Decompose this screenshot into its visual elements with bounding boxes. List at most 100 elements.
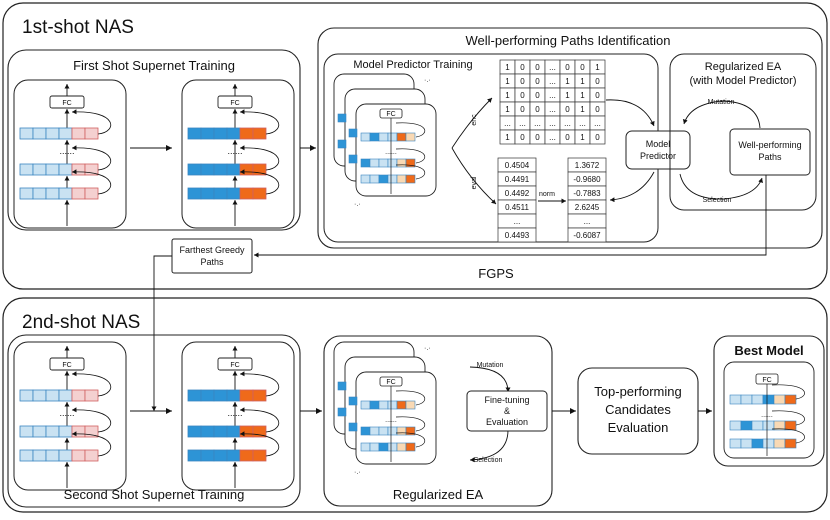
top-candidates-label-2: Candidates xyxy=(605,402,671,417)
op-cell xyxy=(200,163,215,176)
matrix-value: 1 xyxy=(580,133,585,142)
finetune-box xyxy=(466,390,548,432)
matrix-value: ... xyxy=(504,119,511,128)
best-model-box xyxy=(713,335,825,467)
matrix-value: ... xyxy=(594,119,601,128)
op-cell xyxy=(84,187,99,200)
supernet-dark-1: FC...... xyxy=(181,79,295,229)
op-cell xyxy=(387,426,398,436)
matrix-value: 0 xyxy=(565,63,570,72)
fc-label: FC xyxy=(230,100,239,107)
skip-arrow xyxy=(395,122,426,138)
top-candidates-label-3: Evaluation xyxy=(608,420,669,435)
fgps-label: FGPS xyxy=(478,266,514,281)
skip-arrow xyxy=(395,416,426,432)
op-cell xyxy=(762,438,775,449)
matrix-value: 0 xyxy=(520,91,525,100)
op-cell xyxy=(32,425,47,438)
skip-arrow xyxy=(239,169,280,195)
value-text: -0.9680 xyxy=(573,175,601,184)
matrix-value: ... xyxy=(564,119,571,128)
op-cell xyxy=(252,449,267,462)
op-cell xyxy=(751,394,764,405)
dots-label: ...... xyxy=(227,146,242,156)
op-cell xyxy=(348,128,358,138)
fc-box xyxy=(49,95,85,109)
value-text: 0.4492 xyxy=(505,189,530,198)
op-cell xyxy=(378,400,389,410)
top-candidates-label-1: Top-performing xyxy=(594,384,681,399)
op-cell xyxy=(751,420,764,431)
value-text: 0.4493 xyxy=(505,231,530,240)
matrix-value: 0 xyxy=(595,91,600,100)
skip-arrow xyxy=(395,148,426,164)
op-cell xyxy=(84,389,99,402)
arrow-fgps-down xyxy=(151,255,172,411)
op-cell xyxy=(239,389,254,402)
op-cell xyxy=(405,400,416,410)
op-cell xyxy=(187,187,202,200)
op-cell xyxy=(405,132,416,142)
best-model-label: Best Model xyxy=(734,343,803,358)
op-cell xyxy=(19,425,34,438)
supernet-dark-2: FC...... xyxy=(181,341,295,491)
op-cell xyxy=(751,438,764,449)
op-cell xyxy=(45,389,60,402)
identification-label: Well-performing Paths Identification xyxy=(466,33,671,48)
fc-label: FC xyxy=(386,379,395,386)
skip-arrow xyxy=(239,145,280,171)
fgps-box-label-2: Paths xyxy=(200,257,224,267)
op-cell xyxy=(239,187,254,200)
op-cell xyxy=(19,127,34,140)
fc-box xyxy=(217,357,253,371)
arrow-selection-1 xyxy=(679,173,763,200)
value-text: ... xyxy=(514,217,521,226)
skip-arrow xyxy=(239,407,280,433)
stack-dots: ·.· xyxy=(354,201,361,208)
op-cell xyxy=(360,442,371,452)
op-cell xyxy=(396,400,407,410)
matrix-value: ... xyxy=(549,119,556,128)
matrix-value: ... xyxy=(549,63,556,72)
skip-arrow xyxy=(71,169,112,195)
op-cell xyxy=(337,139,347,149)
regularized-ea-1-title: Regularized EA xyxy=(705,61,782,73)
op-cell xyxy=(387,132,398,142)
path-card xyxy=(355,371,437,465)
skip-arrow xyxy=(71,145,112,171)
op-cell xyxy=(337,381,347,391)
op-cell xyxy=(396,174,407,184)
skip-arrow xyxy=(395,432,426,448)
value-text: ... xyxy=(584,217,591,226)
best-path-card xyxy=(723,361,815,459)
value-text: 0.4504 xyxy=(505,161,530,170)
op-cell xyxy=(348,422,358,432)
matrix-value: 0 xyxy=(520,133,525,142)
matrix-value: 1 xyxy=(580,77,585,86)
op-cell xyxy=(405,158,416,168)
arrow-to-fgps xyxy=(254,175,767,258)
op-cell xyxy=(58,389,73,402)
op-cell xyxy=(369,400,380,410)
finetune-label-1: Fine-tuning xyxy=(484,395,529,405)
skip-arrow xyxy=(71,371,112,397)
op-cell xyxy=(405,426,416,436)
op-cell xyxy=(396,442,407,452)
op-cell xyxy=(19,449,34,462)
selection-label-2: Selection xyxy=(474,457,503,464)
matrix-value: 0 xyxy=(595,77,600,86)
op-cell xyxy=(32,389,47,402)
well-performing-paths-label-1: Well-performing xyxy=(738,140,801,150)
skip-arrow xyxy=(71,109,112,135)
op-cell xyxy=(784,438,797,449)
op-cell xyxy=(84,449,99,462)
op-cell xyxy=(239,449,254,462)
op-cell xyxy=(729,420,742,431)
op-cell xyxy=(239,127,254,140)
mutation-label-2: Mutation xyxy=(477,362,504,369)
op-cell xyxy=(405,442,416,452)
section-1st-shot xyxy=(2,2,828,290)
section-2nd-shot xyxy=(2,297,828,513)
skip-arrow xyxy=(771,410,805,426)
op-cell xyxy=(740,420,753,431)
